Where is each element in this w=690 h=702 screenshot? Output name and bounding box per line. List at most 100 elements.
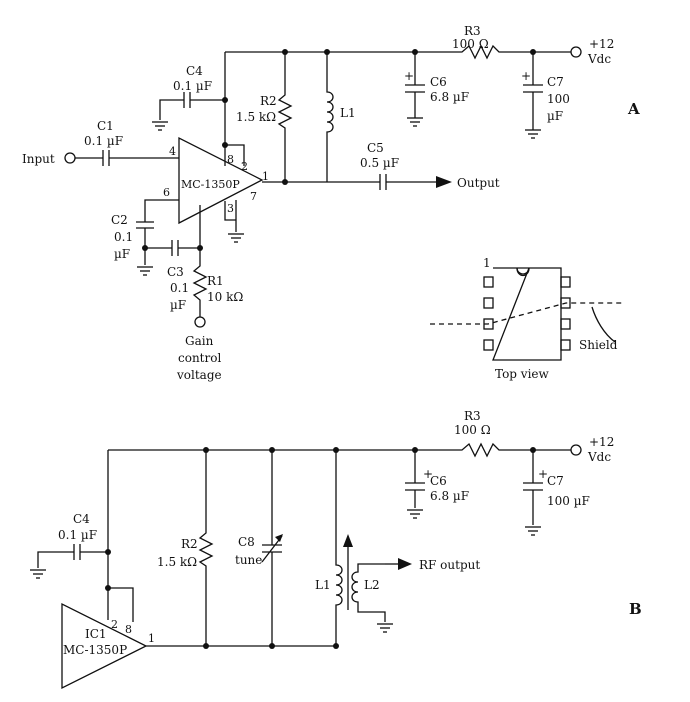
pkg-pin-4 xyxy=(483,339,494,351)
pkg-pin-2 xyxy=(483,297,494,309)
b-c4-name: C4 xyxy=(73,512,90,526)
top-view-package: 1 Shield Top view xyxy=(430,256,622,381)
a-pin-3: 3 xyxy=(227,202,234,215)
a-r2-resistor xyxy=(277,52,293,182)
a-c2-name: C2 xyxy=(111,213,128,227)
a-c6-name: C6 xyxy=(430,75,447,89)
panel-a: R3 100 Ω +12 Vdc + C6 6.8 µF + C7 100 µF… xyxy=(22,24,640,382)
a-c2-value-2: µF xyxy=(114,247,130,261)
a-pin-7: 7 xyxy=(250,190,257,203)
b-c6-value: 6.8 µF xyxy=(430,489,469,503)
a-supply-1: +12 xyxy=(589,37,614,51)
a-c1-value: 0.1 µF xyxy=(84,134,123,148)
a-c6-capacitor xyxy=(405,52,425,127)
a-c6-value: 6.8 µF xyxy=(430,90,469,104)
a-pin-4: 4 xyxy=(169,145,176,158)
a-c1-name: C1 xyxy=(97,119,114,133)
b-panel-label: B xyxy=(629,600,642,618)
b-c6-plus: + xyxy=(423,467,433,481)
b-l1-label: L1 xyxy=(315,578,331,592)
a-supply-terminal xyxy=(570,46,582,58)
a-gain-terminal xyxy=(194,316,206,328)
a-top-rail xyxy=(225,44,571,60)
b-c4-value: 0.1 µF xyxy=(58,528,97,542)
a-c1-capacitor xyxy=(75,150,179,166)
a-r1-name: R1 xyxy=(207,274,224,288)
a-output-arrow xyxy=(436,176,452,188)
top-view-caption: Top view xyxy=(495,367,550,381)
a-c6-plus: + xyxy=(404,69,414,83)
a-pin-8: 8 xyxy=(227,153,234,166)
b-supply-2: Vdc xyxy=(587,450,611,464)
b-supply-terminal xyxy=(570,444,582,456)
pkg-pin-1 xyxy=(483,276,494,288)
a-c5-value: 0.5 µF xyxy=(360,156,399,170)
a-c5-name: C5 xyxy=(367,141,384,155)
a-c2-value-1: 0.1 xyxy=(114,230,133,244)
pkg-pin-7 xyxy=(560,297,571,309)
a-gain-3: voltage xyxy=(176,368,222,382)
a-gain-1: Gain xyxy=(185,334,214,348)
a-pin-6: 6 xyxy=(163,186,170,199)
a-ic-triangle xyxy=(178,136,264,225)
a-c7-plus: + xyxy=(521,69,531,83)
b-l2-label: L2 xyxy=(364,578,380,592)
a-r1-resistor xyxy=(192,248,208,317)
b-ic-name: IC1 xyxy=(85,627,107,641)
a-r2-value: 1.5 kΩ xyxy=(236,110,276,124)
a-pin-2: 2 xyxy=(241,160,248,173)
a-c4-value: 0.1 µF xyxy=(173,79,212,93)
a-pin-1: 1 xyxy=(262,170,269,183)
a-c4-capacitor xyxy=(159,52,226,120)
a-l1-inductor xyxy=(326,52,334,182)
b-l2-inductor xyxy=(351,563,386,622)
a-r1-value: 10 kΩ xyxy=(207,290,243,304)
a-c3-value-1: 0.1 xyxy=(170,281,189,295)
b-rf-arrow xyxy=(398,558,412,570)
pkg-pin-8 xyxy=(560,276,571,288)
a-r3-value: 100 Ω xyxy=(452,37,489,51)
a-supply-2: Vdc xyxy=(587,52,611,66)
a-r2-name: R2 xyxy=(260,94,277,108)
a-output-line xyxy=(262,174,440,190)
b-c7-plus: + xyxy=(538,467,548,481)
a-panel-label: A xyxy=(627,100,640,118)
b-l1-inductor xyxy=(335,450,343,646)
a-input-terminal xyxy=(64,152,76,164)
a-c7-name: C7 xyxy=(547,75,564,89)
b-c6-capacitor xyxy=(405,450,425,519)
b-c8-name: C8 xyxy=(238,535,255,549)
b-c7-name: C7 xyxy=(547,474,564,488)
b-c8-capacitor xyxy=(261,450,283,646)
b-ic-label: MC-1350P xyxy=(63,643,127,657)
a-c7-value-1: 100 xyxy=(547,92,570,106)
pkg-pin1-label: 1 xyxy=(483,256,491,270)
shield-line xyxy=(430,302,622,325)
a-c3-value-2: µF xyxy=(170,298,186,312)
a-l1-label: L1 xyxy=(340,106,356,120)
b-supply-1: +12 xyxy=(589,435,614,449)
a-c4-name: C4 xyxy=(186,64,203,78)
b-c6-name: C6 xyxy=(430,474,447,488)
b-r3-value: 100 Ω xyxy=(454,423,491,437)
ic-package-outline xyxy=(492,267,562,361)
pkg-pin-5 xyxy=(560,339,571,351)
a-r3-name: R3 xyxy=(464,24,481,38)
a-gain-2: control xyxy=(178,351,221,365)
a-input-label: Input xyxy=(22,152,55,166)
a-c7-capacitor xyxy=(523,52,543,139)
b-r2-name: R2 xyxy=(181,537,198,551)
b-rf-output-label: RF output xyxy=(419,558,480,572)
a-c2-capacitor xyxy=(136,199,179,265)
b-c4-capacitor xyxy=(37,544,108,568)
panel-b: R3 100 Ω +12 Vdc + C6 6.8 µF + C7 100 µF… xyxy=(29,409,642,690)
b-r2-resistor xyxy=(198,450,214,646)
a-c3-capacitor xyxy=(145,240,200,256)
b-ic-triangle xyxy=(61,602,148,690)
a-ic-label: MC-1350P xyxy=(181,178,240,191)
b-c8-value: tune xyxy=(235,553,262,567)
pkg-pin-6 xyxy=(560,318,571,330)
b-pin-8: 8 xyxy=(125,623,132,636)
b-r3-name: R3 xyxy=(464,409,481,423)
